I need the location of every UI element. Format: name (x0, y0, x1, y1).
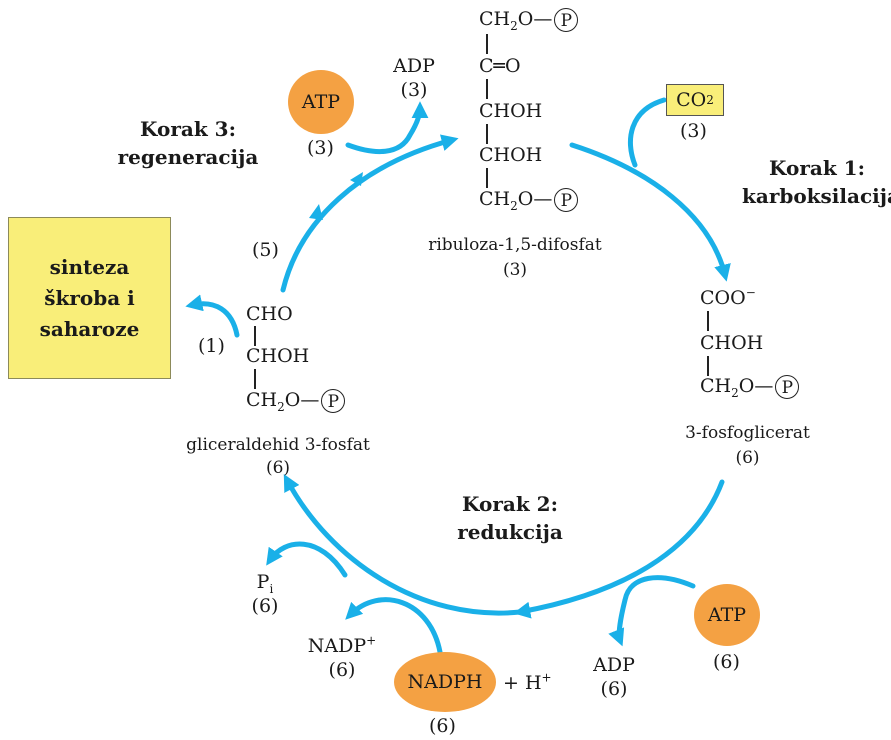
g3p-choh: CHOH (246, 345, 310, 367)
adp-top: ADP (3) (384, 56, 444, 101)
nadph-count: (6) (429, 715, 456, 737)
atp-top-oval: ATP (288, 70, 354, 134)
co2-label: CO (676, 89, 707, 111)
nadp-label: NADP (307, 635, 367, 657)
bond (254, 369, 256, 389)
atp-top-label: ATP (301, 91, 341, 113)
arrow-atp-top-in (345, 101, 429, 155)
synthesis-line-2: škroba i (44, 285, 135, 310)
arrow-carboxylation (569, 142, 731, 282)
pga-coo: COO− (700, 285, 756, 309)
ribulose-choh-2: CHOH (479, 144, 543, 166)
adp-top-label: ADP (393, 55, 435, 77)
ribulose-ch2o-bottom: CH2O—P (479, 188, 579, 212)
pga-caption: 3-fosfoglicerat (6) (660, 424, 835, 467)
pga-choh: CHOH (700, 332, 764, 354)
step1-title: Korak 1: (769, 156, 865, 180)
arrow-pi-out (266, 541, 348, 578)
pga-name: 3-fosfoglicerat (685, 423, 810, 443)
flow-count-5: (5) (252, 239, 279, 261)
bond (486, 124, 488, 144)
pga-ch2o: CH2O—P (700, 375, 800, 399)
co2-count: (3) (680, 120, 707, 142)
regen-chevron-2 (350, 172, 363, 186)
arrow-reduction-right (513, 479, 725, 619)
g3p-caption: gliceraldehid 3-fosfat (6) (178, 436, 378, 477)
phosphate-icon: P (554, 8, 579, 32)
step3-label: Korak 3: regeneracija (108, 118, 268, 168)
arrow-output-synthesis (185, 294, 240, 338)
step1-subtitle: karboksilacija (742, 184, 891, 208)
g3p-count: (6) (265, 457, 291, 478)
pga-ch2-text: CH (700, 375, 732, 397)
ribulose-choh-1: CHOH (479, 100, 543, 122)
h-plus: + H+ (503, 670, 552, 694)
synthesis-line-3: saharoze (39, 316, 140, 341)
regen-chevron-1 (309, 204, 323, 220)
g3p-cho: CHO (246, 303, 293, 325)
bond (486, 34, 488, 54)
arrow-nadph-in (345, 597, 443, 655)
pi: Pi (6) (240, 572, 290, 617)
ribulose-ch2o-top: CH2O—P (479, 8, 579, 32)
arrow-co2-in (627, 97, 667, 168)
arrow-atp-right-in (608, 575, 696, 647)
ribulose-name: ribuloza-1,5-difosfat (428, 235, 602, 255)
step1-label: Korak 1: karboksilacija (742, 157, 891, 207)
ribulose-caption: ribuloza-1,5-difosfat (3) (415, 236, 615, 279)
bond (254, 326, 256, 346)
adp-bottom-count: (6) (600, 677, 628, 700)
nadph-oval: NADPH (394, 652, 496, 712)
adp-top-count: (3) (400, 78, 428, 101)
g3p-name: gliceraldehid 3-fosfat (186, 435, 370, 455)
flow-count-1: (1) (198, 335, 225, 357)
nadp-count: (6) (328, 658, 356, 681)
nadph-label: NADPH (407, 671, 483, 693)
pga-count: (6) (735, 447, 760, 468)
arrow-regeneration (280, 134, 459, 293)
step3-subtitle: regeneracija (117, 145, 259, 169)
h-plus-text: + H (503, 672, 542, 694)
synthesis-box: sinteza škroba i saharoze (8, 217, 171, 379)
step3-title: Korak 3: (140, 117, 236, 141)
ribulose-ch2-text-bottom: CH (479, 188, 511, 210)
atp-right-count: (6) (713, 651, 740, 673)
g3p-ch2o: CH2O—P (246, 389, 346, 413)
pi-count: (6) (251, 594, 279, 617)
ribulose-ch2-text: CH (479, 8, 511, 30)
adp-bottom: ADP (6) (584, 655, 644, 700)
bond (707, 356, 709, 376)
synthesis-line-1: sinteza (49, 254, 130, 279)
phosphate-icon: P (321, 389, 346, 413)
bond (486, 79, 488, 99)
ribulose-count: (3) (502, 259, 528, 280)
g3p-ch2-text: CH (246, 389, 278, 411)
bond (486, 168, 488, 188)
atp-right-label: ATP (707, 604, 747, 626)
adp-bottom-label: ADP (593, 654, 635, 676)
bond (707, 311, 709, 331)
phosphate-icon: P (775, 375, 800, 399)
ribulose-carbonyl: C═O (479, 55, 521, 77)
step2-subtitle: redukcija (457, 520, 563, 544)
pi-label: P (256, 571, 270, 593)
pga-coo-text: COO (700, 287, 746, 309)
phosphate-icon: P (554, 188, 579, 212)
atp-right-oval: ATP (694, 584, 760, 646)
step2-title: Korak 2: (462, 492, 558, 516)
arrow-reduction-left (283, 474, 523, 616)
atp-top-count: (3) (307, 137, 334, 159)
nadp: NADP+ (6) (292, 635, 392, 681)
step2-label: Korak 2: redukcija (430, 493, 590, 543)
